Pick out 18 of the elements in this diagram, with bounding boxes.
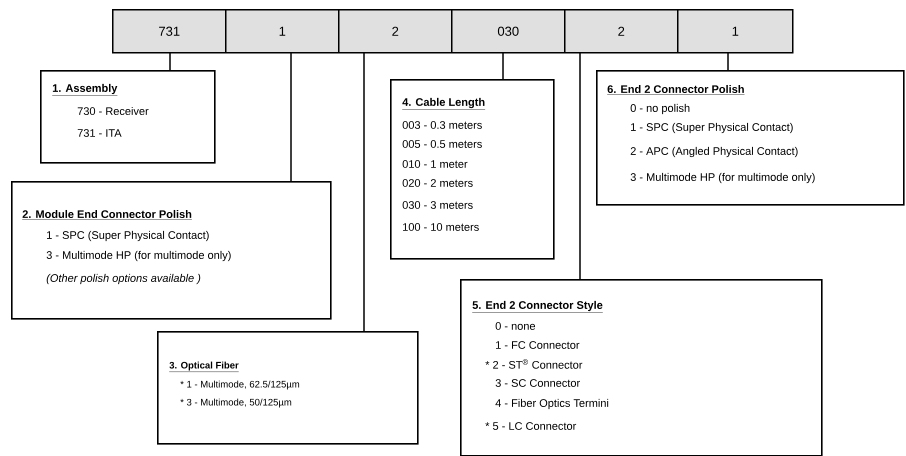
option-box: 3. Optical Fiber * 1 - Multimode, 62.5/125µm * 3 - Multimode, 50/125µm	[157, 331, 419, 445]
option-box: 6. End 2 Connector Polish 0 - no polish 1 - SPC (Super Physical Contact) 2 - APC (Angled Physical Contact) 3 - Multimode HP (for multimode only)	[596, 70, 905, 206]
connector-line	[502, 54, 504, 79]
code-cell: 1	[225, 9, 340, 54]
connector-line	[169, 54, 171, 70]
option-box: 2. Module End Connector Polish 1 - SPC (Super Physical Contact) 3 - Multimode HP (for multimode only) (Other polish options available )	[11, 181, 332, 320]
connector-line	[727, 54, 729, 70]
option-box: 5. End 2 Connector Style 0 - none 1 - FC Connector * 2 - ST$^{®}$ Connector 3 - SC Connector 4 - Fiber Optics Termini * 5 - LC Connector	[460, 279, 823, 456]
code-cell: 1	[677, 9, 794, 54]
code-cell: 731	[112, 9, 226, 54]
connector-line	[363, 54, 365, 331]
option-box: 1. Assembly 730 - Receiver 731 - ITA	[40, 70, 216, 164]
code-cell: 2	[564, 9, 678, 54]
connector-line	[579, 54, 581, 279]
option-box: 4. Cable Length 003 - 0.3 meters 005 - 0.5 meters 010 - 1 meter 020 - 2 meters 030 - 3 meters 100 - 10 meters	[390, 79, 555, 260]
connector-line	[290, 54, 292, 181]
code-cell: 030	[451, 9, 566, 54]
code-cell: 2	[338, 9, 452, 54]
